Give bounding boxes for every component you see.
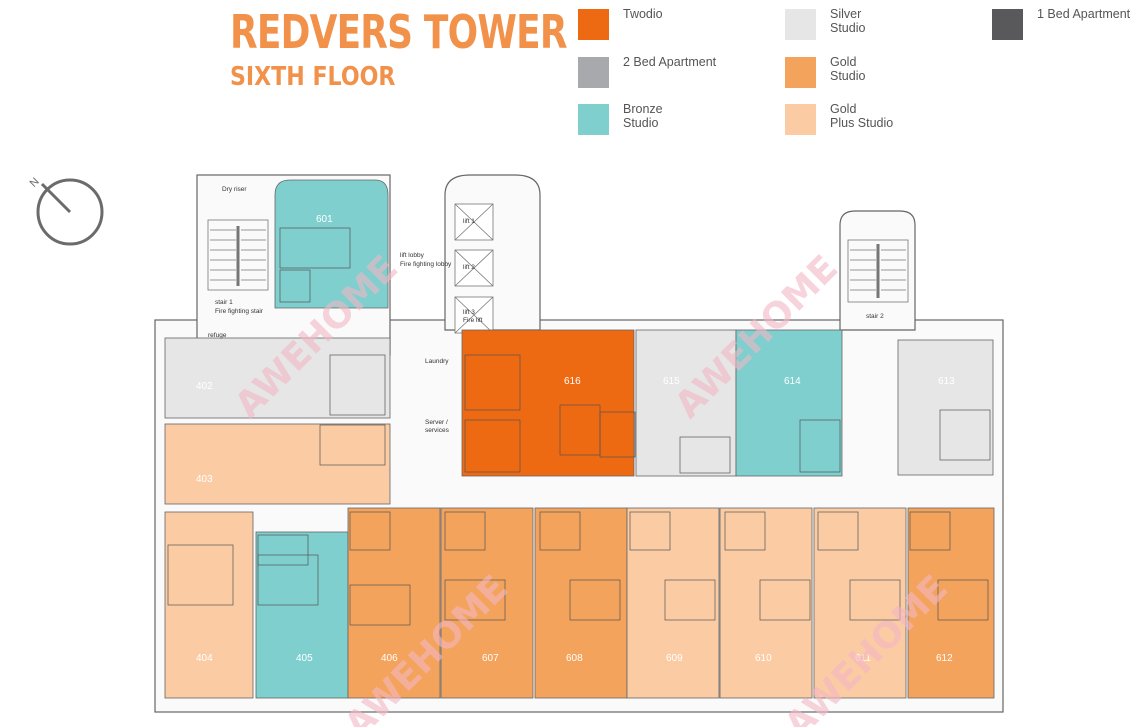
legend-swatch-silver-studio bbox=[785, 9, 816, 40]
unit-labels: 601 402 403 616 615 614 613 404 405 406 … bbox=[196, 214, 955, 664]
legend-item-bronze-studio: Bronze Studio bbox=[578, 102, 663, 135]
unit-number-405: 405 bbox=[296, 653, 313, 664]
legend-item-1-bed-apartment: 1 Bed Apartment bbox=[992, 7, 1131, 40]
page-subtitle: SIXTH FLOOR bbox=[230, 62, 396, 92]
label-lift-lobby-sub: Fire fighting lobby bbox=[400, 261, 452, 268]
stair-1 bbox=[207, 219, 269, 291]
legend-item-gold-plus-studio: Gold Plus Studio bbox=[785, 102, 894, 135]
compass-icon: N bbox=[28, 176, 104, 246]
legend-swatch-twodio bbox=[578, 9, 609, 40]
unit-612 bbox=[907, 507, 995, 699]
legend-swatch-2-bed-apartment bbox=[578, 57, 609, 88]
label-lift-1: lift 1 bbox=[463, 218, 475, 225]
legend-label-gold-studio: Gold Studio bbox=[830, 55, 866, 83]
unit-610 bbox=[719, 507, 813, 699]
legend-item-gold-studio: Gold Studio bbox=[785, 55, 866, 88]
unit-607 bbox=[440, 507, 534, 699]
unit-615 bbox=[635, 329, 737, 477]
legend-label-gold-plus-studio: Gold Plus Studio bbox=[830, 102, 894, 130]
label-stair-2: stair 2 bbox=[866, 313, 884, 320]
unit-614 bbox=[735, 329, 843, 477]
unit-number-611: 611 bbox=[855, 653, 871, 664]
unit-613 bbox=[897, 339, 994, 476]
room-labels: Dry riser stair 1 Fire fighting stair re… bbox=[208, 186, 884, 434]
label-server: Server / bbox=[425, 419, 448, 426]
label-refuge: refuge bbox=[208, 332, 227, 339]
label-stair-1: stair 1 bbox=[215, 299, 233, 306]
legend-swatch-bronze-studio bbox=[578, 104, 609, 135]
unit-405 bbox=[255, 531, 349, 699]
label-lift-3-sub: Fire lift bbox=[463, 317, 483, 324]
legend-item-twodio: Twodio bbox=[578, 7, 663, 40]
label-laundry: Laundry bbox=[425, 358, 449, 365]
unit-number-609: 609 bbox=[666, 653, 683, 664]
legend-swatch-1-bed-apartment bbox=[992, 9, 1023, 40]
label-lift-lobby: lift lobby bbox=[400, 252, 425, 259]
unit-fills bbox=[164, 179, 995, 699]
unit-number-403: 403 bbox=[196, 474, 213, 485]
lift-shafts bbox=[454, 203, 494, 334]
stair-2 bbox=[847, 239, 909, 303]
unit-number-612: 612 bbox=[936, 653, 953, 664]
legend-item-silver-studio: Silver Studio bbox=[785, 7, 866, 40]
unit-number-601: 601 bbox=[316, 214, 333, 225]
unit-609 bbox=[626, 507, 720, 699]
label-server-sub: services bbox=[425, 427, 450, 434]
unit-number-615: 615 bbox=[663, 376, 680, 387]
page-title: REDVERS TOWER bbox=[230, 5, 567, 59]
legend-label-silver-studio: Silver Studio bbox=[830, 7, 866, 35]
label-lift-3: lift 3 bbox=[463, 309, 475, 316]
legend-label-twodio: Twodio bbox=[623, 7, 663, 21]
legend-swatch-gold-studio bbox=[785, 57, 816, 88]
unit-403 bbox=[164, 423, 391, 505]
legend-label-1-bed-apartment: 1 Bed Apartment bbox=[1037, 7, 1131, 21]
unit-406 bbox=[347, 507, 441, 699]
unit-number-404: 404 bbox=[196, 653, 213, 664]
unit-number-406: 406 bbox=[381, 653, 398, 664]
unit-611 bbox=[813, 507, 907, 699]
unit-number-607: 607 bbox=[482, 653, 499, 664]
label-stair-1-sub: Fire fighting stair bbox=[215, 308, 264, 315]
legend-swatch-gold-plus-studio bbox=[785, 104, 816, 135]
unit-601 bbox=[274, 179, 389, 309]
unit-number-613: 613 bbox=[938, 376, 955, 387]
legend-label-2-bed-apartment: 2 Bed Apartment bbox=[623, 55, 717, 69]
legend-label-bronze-studio: Bronze Studio bbox=[623, 102, 663, 130]
unit-616 bbox=[461, 329, 635, 477]
unit-number-402: 402 bbox=[196, 381, 213, 392]
unit-402 bbox=[164, 337, 391, 419]
furniture bbox=[167, 227, 991, 626]
label-dry-riser: Dry riser bbox=[222, 186, 247, 193]
unit-number-610: 610 bbox=[755, 653, 772, 664]
label-lift-2: lift 2 bbox=[463, 264, 475, 271]
unit-number-614: 614 bbox=[784, 376, 801, 387]
unit-number-608: 608 bbox=[566, 653, 583, 664]
legend-item-2-bed-apartment: 2 Bed Apartment bbox=[578, 55, 717, 88]
compass-north-label: N bbox=[28, 176, 42, 190]
unit-number-616: 616 bbox=[564, 376, 581, 387]
unit-608 bbox=[534, 507, 628, 699]
